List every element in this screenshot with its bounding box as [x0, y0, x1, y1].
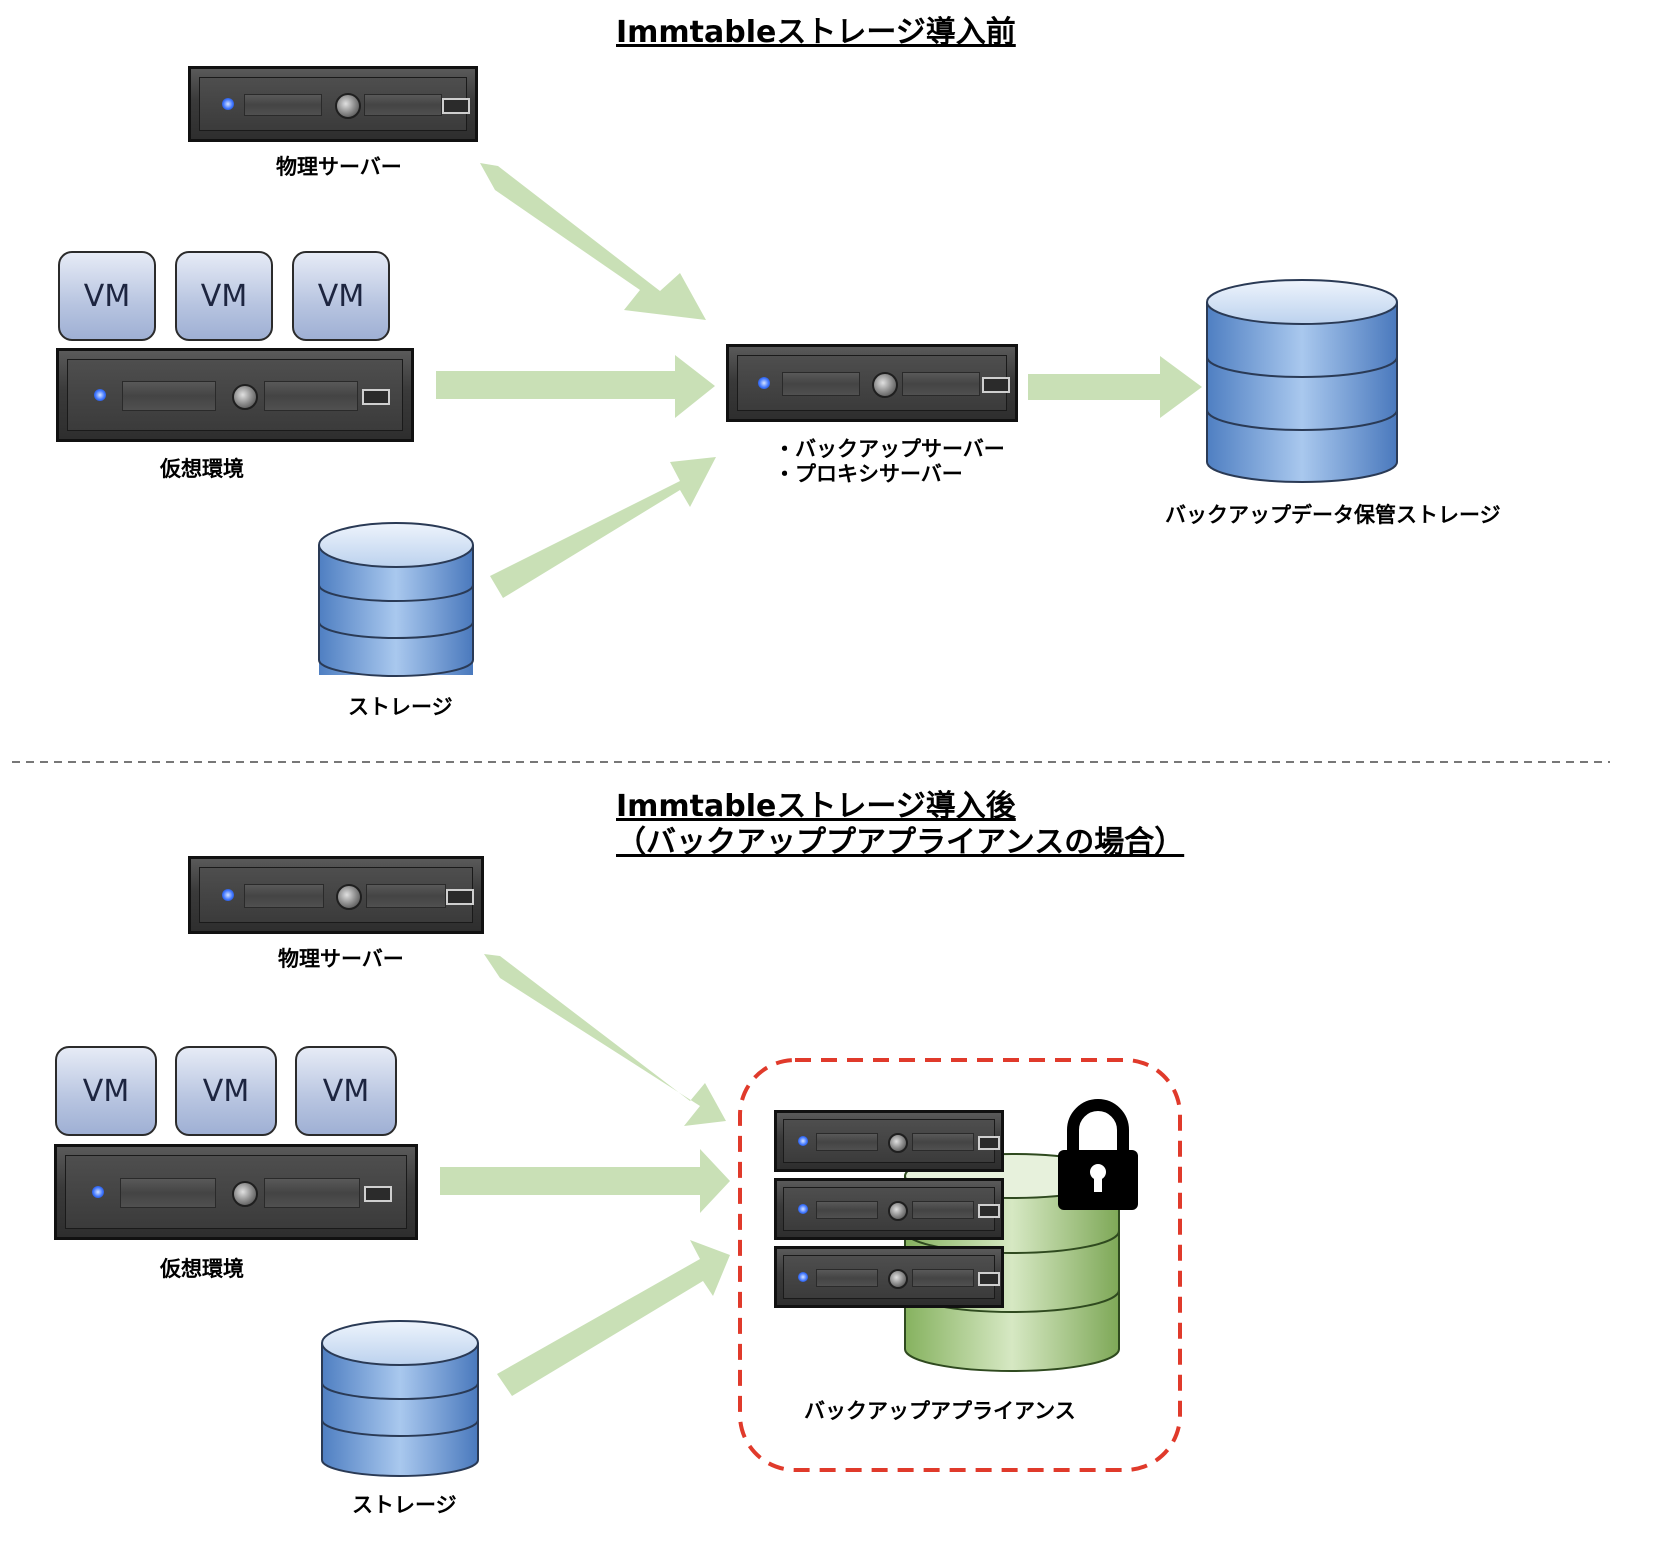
arrow-virtual-to-appliance: [440, 1149, 730, 1213]
vm-box: VM: [175, 251, 273, 341]
appliance-label: バックアップアプライアンス: [804, 1399, 1076, 1423]
drive-slot: [782, 372, 860, 396]
backup-server-line-2: ・プロキシサーバー: [774, 462, 963, 486]
server-led: [222, 98, 234, 110]
drive-slot: [264, 1177, 360, 1209]
drive-slot: [264, 381, 358, 411]
drive-slot: [902, 372, 980, 396]
arrows-after: [440, 954, 730, 1396]
after-title-line-1: Immtableストレージ導入後: [616, 789, 1016, 824]
drive-slot: [364, 93, 442, 117]
backup-server-line-1: ・バックアップサーバー: [774, 437, 1005, 461]
drive-slot: [816, 1268, 878, 1288]
server-led: [94, 389, 106, 401]
port-icon: [982, 377, 1010, 393]
after-title-line-2: （バックアッププアプライアンスの場合）: [616, 825, 1185, 860]
drive-slot: [912, 1132, 974, 1152]
arrow-physical-to-backup: [480, 163, 706, 320]
port-icon: [978, 1136, 1000, 1150]
arrow-virtual-to-backup: [436, 355, 715, 418]
power-button-icon: [888, 1269, 908, 1289]
power-button-icon: [232, 1181, 258, 1207]
arrows-before: [436, 163, 1202, 598]
drive-slot: [816, 1200, 878, 1220]
drive-slot: [366, 884, 446, 908]
appliance-dashed-border: [738, 1058, 1182, 1472]
drive-slot: [816, 1132, 878, 1152]
power-button-icon: [336, 884, 362, 910]
drive-slot: [244, 93, 322, 117]
power-button-icon: [888, 1201, 908, 1221]
drive-slot: [912, 1200, 974, 1220]
vm-box: VM: [55, 1046, 157, 1136]
appliance-server-2: [774, 1178, 1004, 1240]
lock-icon: [1058, 1099, 1138, 1210]
physical-server-label-after: 物理サーバー: [278, 947, 404, 971]
storage-cylinder-before: [318, 522, 474, 677]
virtual-env-label-before: 仮想環境: [160, 457, 244, 481]
drive-slot: [912, 1268, 974, 1288]
power-button-icon: [888, 1133, 908, 1153]
port-icon: [362, 389, 390, 405]
virtual-env-label-after: 仮想環境: [160, 1257, 244, 1281]
port-icon: [978, 1272, 1000, 1286]
appliance-server-3: [774, 1246, 1004, 1308]
backup-server: [726, 344, 1018, 422]
port-icon: [442, 98, 470, 114]
vm-box: VM: [58, 251, 156, 341]
virtual-host-server-after: [54, 1144, 418, 1240]
drive-slot: [122, 381, 216, 411]
power-button-icon: [335, 93, 361, 119]
physical-server-label-before: 物理サーバー: [276, 155, 402, 179]
storage-cylinder-after: [321, 1320, 479, 1477]
server-led: [798, 1272, 808, 1282]
port-icon: [446, 889, 474, 905]
arrow-backup-to-storage: [1028, 356, 1202, 418]
vm-box: VM: [295, 1046, 397, 1136]
server-led: [222, 889, 234, 901]
storage-label-after: ストレージ: [352, 1493, 457, 1517]
port-icon: [364, 1186, 392, 1202]
arrow-storage-to-backup: [490, 457, 716, 598]
backup-storage-cylinder: [1206, 279, 1398, 483]
power-button-icon: [232, 384, 258, 410]
vm-box: VM: [175, 1046, 277, 1136]
physical-server-after: [188, 856, 484, 934]
server-led: [92, 1186, 104, 1198]
arrow-storage-to-appliance: [497, 1240, 730, 1396]
virtual-host-server-before: [56, 348, 414, 442]
arrow-physical-to-appliance: [484, 954, 726, 1126]
physical-server-before: [188, 66, 478, 142]
server-led: [798, 1204, 808, 1214]
backup-storage-label: バックアップデータ保管ストレージ: [1165, 503, 1501, 527]
drive-slot: [120, 1177, 216, 1209]
server-led: [758, 377, 770, 389]
before-title: Immtableストレージ導入前: [616, 15, 1016, 50]
power-button-icon: [872, 372, 898, 398]
storage-label-before: ストレージ: [348, 695, 453, 719]
appliance-server-1: [774, 1110, 1004, 1172]
drive-slot: [244, 884, 324, 908]
port-icon: [978, 1204, 1000, 1218]
vm-box: VM: [292, 251, 390, 341]
server-led: [798, 1136, 808, 1146]
